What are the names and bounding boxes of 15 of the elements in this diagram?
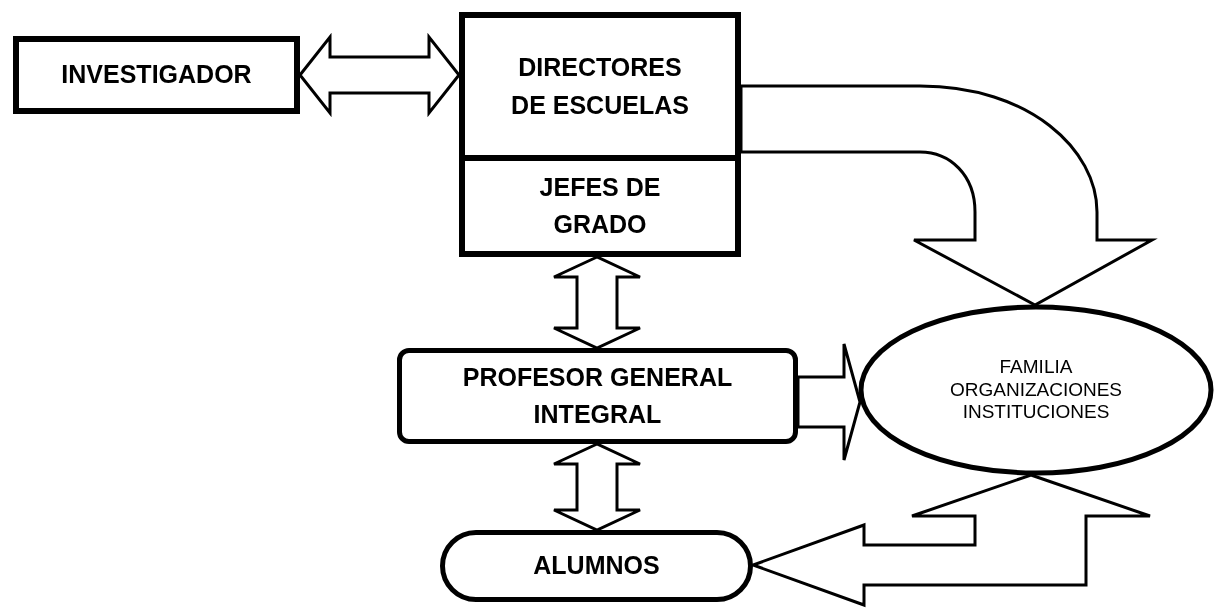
node-label: JEFES DE GRADO: [538, 171, 662, 240]
block-arrow: [552, 442, 642, 532]
node-label: INSTITUCIONES: [962, 401, 1110, 425]
node-label: DIRECTORES DE ESCUELAS: [510, 52, 690, 121]
node-label: ORGANIZACIONES: [949, 378, 1123, 402]
node-label: FAMILIA: [999, 355, 1073, 379]
node-label: ALUMNOS: [533, 550, 660, 582]
node-label: INVESTIGADOR: [61, 59, 252, 91]
ellipse-node: [858, 304, 1214, 476]
node-label: PROFESOR GENERAL INTEGRAL: [461, 361, 734, 430]
block-arrow: [552, 255, 642, 350]
block-arrow: [298, 32, 461, 118]
rounded-box: [397, 348, 798, 444]
block-arrow: [796, 342, 862, 462]
process-box: [13, 36, 300, 114]
